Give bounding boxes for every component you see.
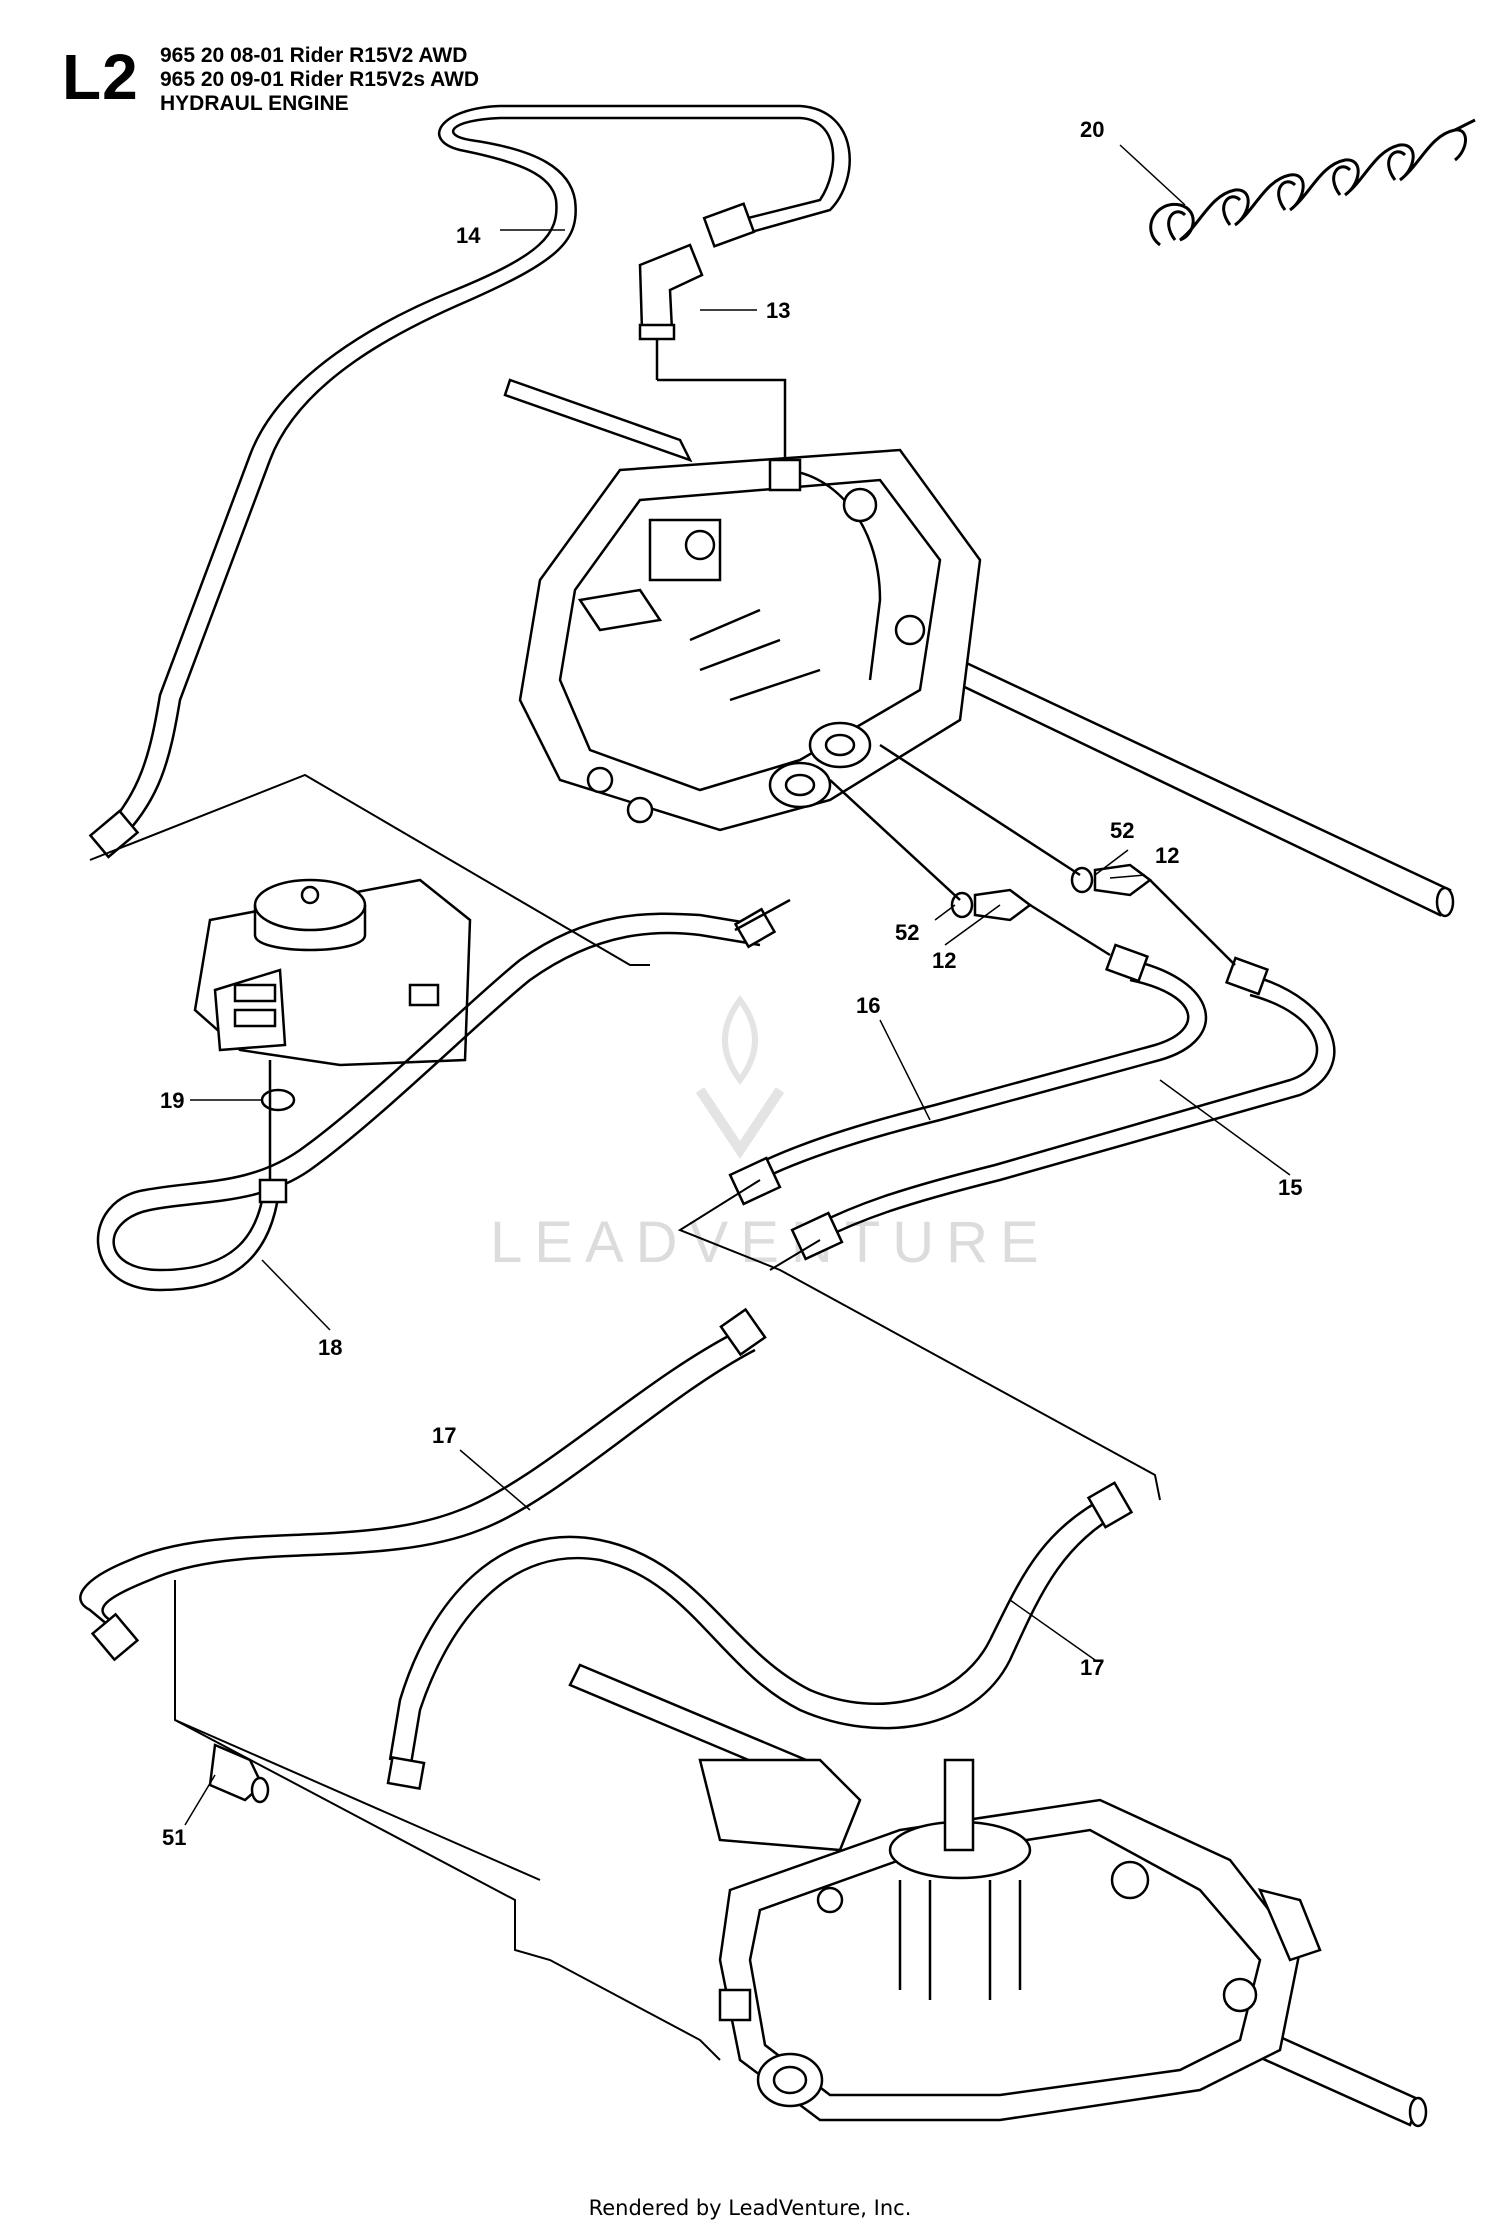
elbow-fitting-part [638, 243, 787, 470]
diagram-title: HYDRAUL ENGINE [160, 92, 349, 115]
model-line-2: 965 20 09-01 Rider R15V2s AWD [160, 68, 480, 91]
callout-12-lower: 12 [932, 948, 956, 973]
callout-labels: 20 14 13 52 12 52 12 16 19 15 18 17 17 5… [160, 117, 1302, 1850]
spring-part [1149, 118, 1476, 247]
callout-20: 20 [1080, 117, 1104, 142]
callout-13: 13 [766, 298, 790, 323]
upper-transmission-part [503, 378, 1455, 918]
footer-credit: Rendered by LeadVenture, Inc. [588, 2196, 912, 2220]
callout-19: 19 [160, 1088, 184, 1113]
leader-lines [184, 144, 1291, 1826]
callout-17-upper: 17 [432, 1423, 456, 1448]
callout-51: 51 [162, 1825, 186, 1850]
fitting-part [829, 743, 1153, 922]
callout-15: 15 [1278, 1175, 1302, 1200]
pipe-part [88, 104, 851, 859]
callout-52-upper: 52 [1110, 818, 1134, 843]
pipe-part [728, 879, 1336, 1261]
hose-part [79, 1307, 1134, 1791]
callout-18: 18 [318, 1335, 342, 1360]
diagram-header: 965 20 08-01 Rider R15V2 AWD 965 20 09-0… [160, 44, 479, 116]
oil-tank-part [193, 878, 472, 1067]
hose-part [96, 898, 791, 1292]
callout-52-lower: 52 [895, 920, 919, 945]
sheet-code: L2 [62, 41, 139, 113]
lower-transmission-part [568, 1663, 1428, 2128]
callout-17-lower: 17 [1080, 1655, 1104, 1680]
fitting-part [208, 1743, 270, 1804]
callout-14: 14 [456, 223, 481, 248]
watermark: LEADVENTURE [490, 994, 1039, 1275]
connector-lines [89, 773, 1161, 2061]
callout-16: 16 [856, 993, 880, 1018]
callout-12-upper: 12 [1155, 843, 1179, 868]
model-line-1: 965 20 08-01 Rider R15V2 AWD [160, 44, 468, 67]
